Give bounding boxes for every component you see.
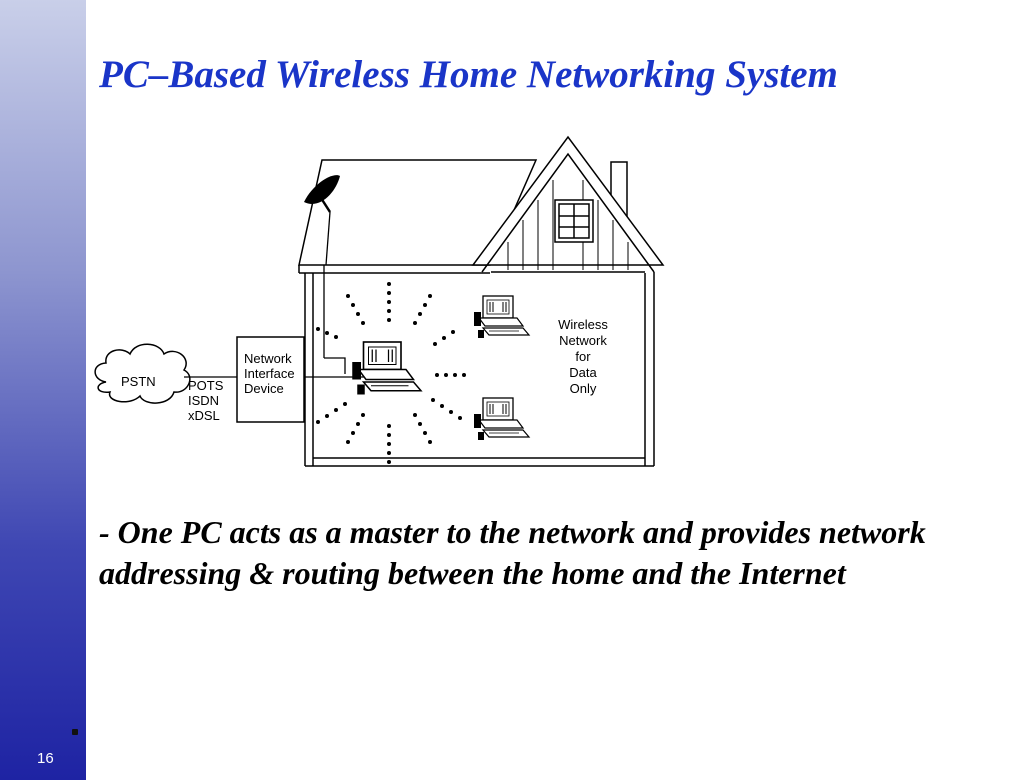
attic-window	[554, 199, 594, 243]
wireless-label-line4: Data	[569, 365, 597, 380]
slide-sidebar	[0, 0, 86, 780]
satellite-dish-icon	[304, 175, 340, 358]
line-type-xdsl: xDSL	[188, 408, 220, 423]
wireless-label-line3: for	[575, 349, 591, 364]
bullet-text: - One PC acts as a master to the network…	[99, 514, 926, 591]
house	[298, 135, 665, 467]
wireless-label-line2: Network	[559, 333, 607, 348]
line-type-list: POTS ISDN xDSL	[188, 378, 224, 423]
network-interface-device: Network Interface Device	[236, 336, 305, 423]
client-pc-icon	[473, 397, 530, 441]
wireless-network-label: Wireless Network for Data Only	[558, 317, 608, 396]
nid-label-line3: Device	[244, 381, 284, 396]
pstn-cloud: PSTN	[94, 343, 191, 404]
wireless-label-line5: Only	[570, 381, 597, 396]
line-type-isdn: ISDN	[188, 393, 219, 408]
nid-label-line2: Interface	[244, 366, 295, 381]
nid-label-line1: Network	[244, 351, 292, 366]
client-pc-icon	[473, 295, 530, 339]
wireless-label-line1: Wireless	[558, 317, 608, 332]
slide-marker	[72, 729, 78, 735]
pstn-label: PSTN	[121, 374, 156, 389]
slide-number: 16	[37, 750, 54, 767]
slide-title: PC–Based Wireless Home Networking System	[99, 53, 838, 96]
wireless-signal	[316, 282, 466, 464]
line-type-pots: POTS	[188, 378, 224, 393]
master-pc-icon	[351, 341, 422, 396]
home-network-diagram: PSTN POTS ISDN xDSL Network Interface De…	[94, 135, 665, 467]
